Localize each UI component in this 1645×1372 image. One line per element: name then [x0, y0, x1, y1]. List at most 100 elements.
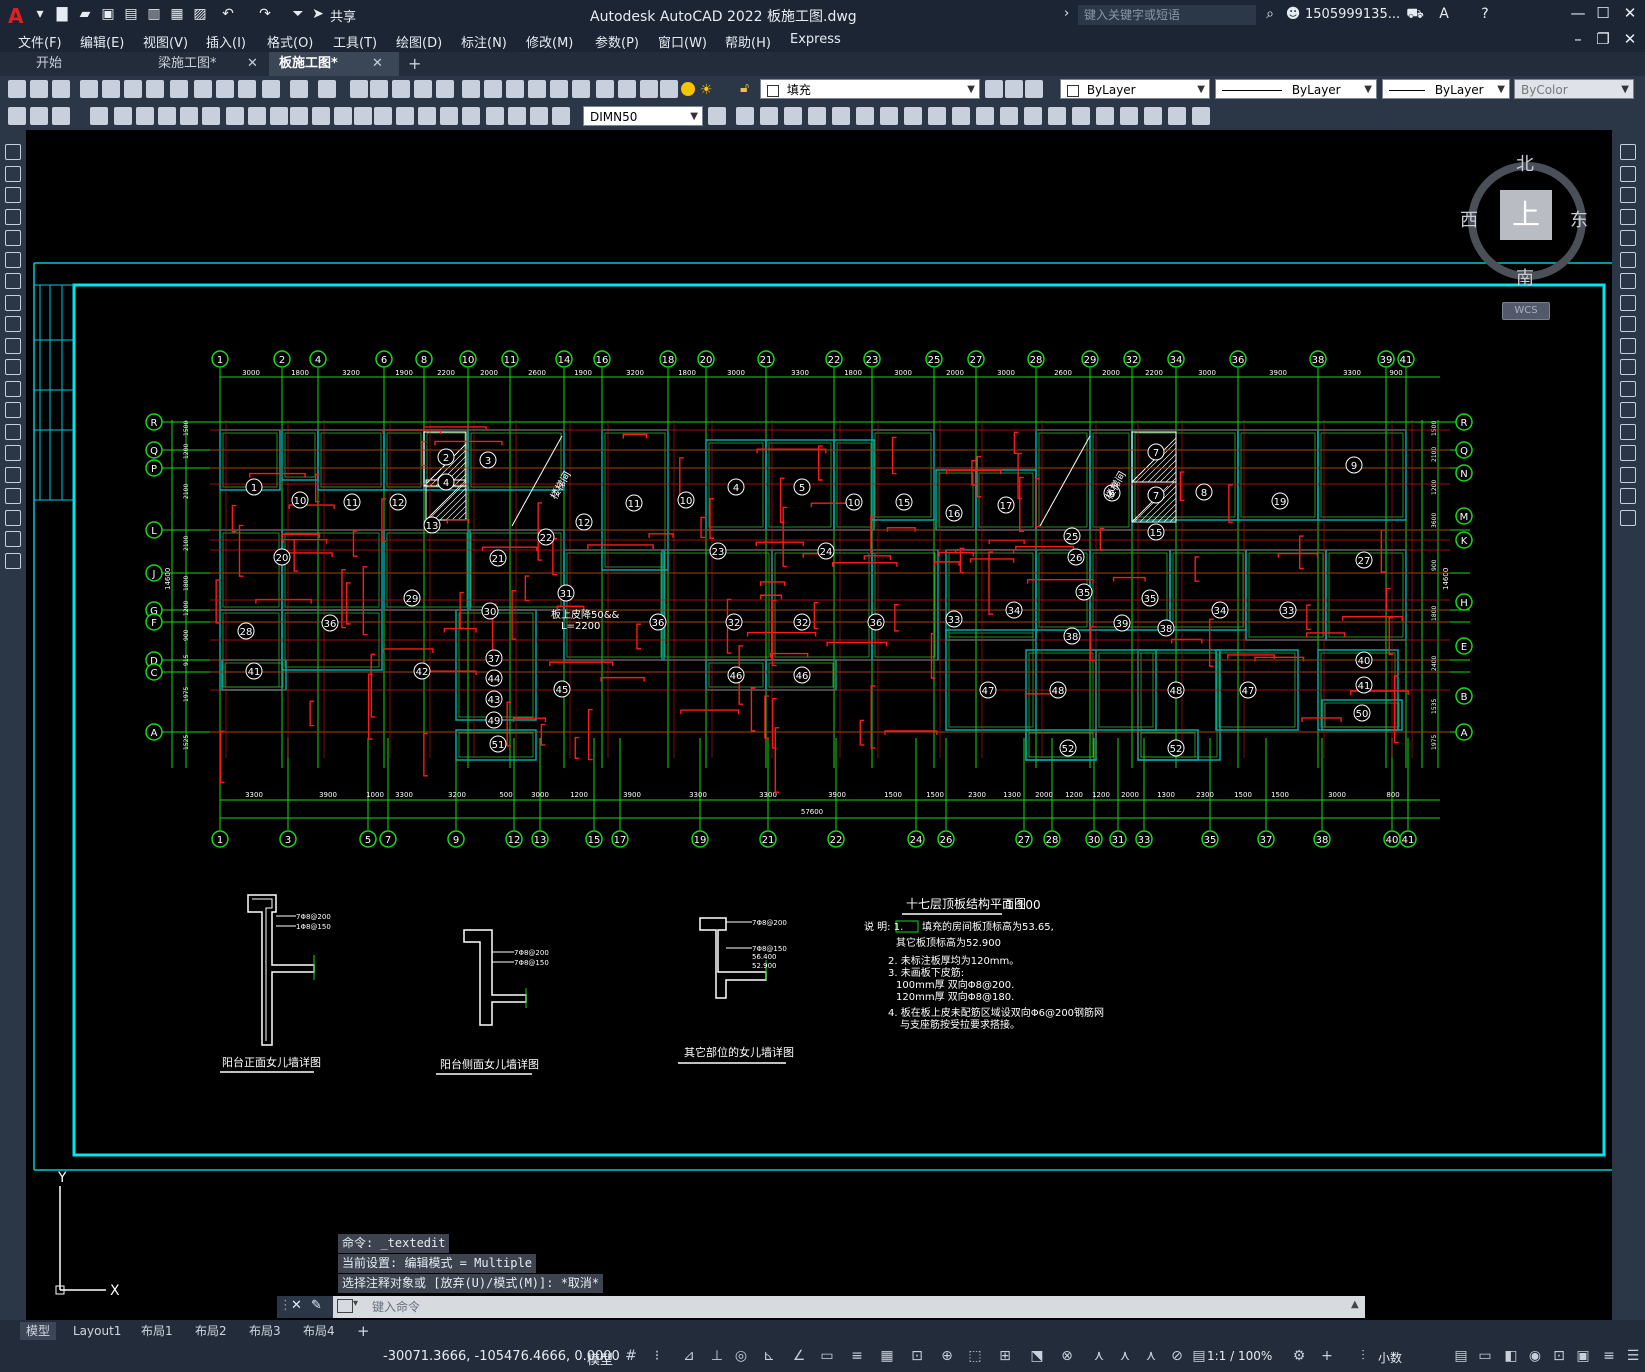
modify-tool-icon[interactable]: [1620, 294, 1636, 311]
status-toggle-icon[interactable]: ∠: [792, 1348, 806, 1364]
status-toggle-icon[interactable]: ▤: [1454, 1348, 1468, 1364]
dimension-tool-icon[interactable]: [462, 107, 480, 125]
modify-tool-icon[interactable]: [880, 107, 898, 125]
status-toggle-icon[interactable]: ◉: [1528, 1348, 1542, 1364]
viewcube-compass[interactable]: [1468, 162, 1586, 280]
layer-tool-icon[interactable]: [1025, 80, 1043, 98]
status-toggle-icon[interactable]: ⊾: [763, 1348, 775, 1364]
dimension-tool-icon[interactable]: [290, 107, 308, 125]
save-icon[interactable]: ▣: [101, 6, 115, 22]
modify-tool-icon[interactable]: [736, 107, 754, 125]
close-command-icon[interactable]: ✕: [291, 1298, 302, 1313]
draw-tool-icon[interactable]: [5, 509, 21, 526]
compass-south[interactable]: 南: [1516, 268, 1534, 289]
draw-tool-icon[interactable]: [5, 294, 21, 311]
modify-tool-icon[interactable]: [1620, 316, 1636, 332]
draw-tool-icon[interactable]: [5, 402, 21, 418]
modify-tool-icon[interactable]: [928, 107, 946, 125]
modify-tool-icon[interactable]: [1620, 423, 1636, 440]
modify-tool-icon[interactable]: [1620, 488, 1636, 504]
status-toggle-icon[interactable]: ⋏: [1093, 1348, 1105, 1364]
menu-express[interactable]: Express: [790, 32, 841, 47]
status-toggle-icon[interactable]: ≡: [1603, 1348, 1615, 1364]
menu-modify[interactable]: 修改(M): [526, 36, 574, 51]
status-toggle-icon[interactable]: ⊥: [710, 1348, 724, 1364]
dimension-tool-icon[interactable]: [136, 107, 154, 125]
app-menu-chevron-icon[interactable]: ▾: [36, 6, 44, 22]
draw-tool-icon[interactable]: [5, 552, 21, 569]
standard-tool-icon[interactable]: [572, 80, 590, 98]
status-toggle-icon[interactable]: ⊞: [999, 1348, 1011, 1364]
dimension-tool-icon[interactable]: [530, 107, 548, 125]
standard-tool-icon[interactable]: [618, 80, 636, 98]
dimension-tool-icon[interactable]: [8, 107, 26, 125]
modify-tool-icon[interactable]: [1620, 359, 1636, 375]
model-space-button[interactable]: 模型: [587, 1353, 614, 1368]
standard-tool-icon[interactable]: [52, 80, 70, 98]
tab-close-icon[interactable]: ✕: [372, 56, 383, 71]
dimension-tool-icon[interactable]: [418, 107, 436, 125]
status-toggle-icon[interactable]: ⬔: [1030, 1348, 1044, 1364]
redo-icon[interactable]: ↷: [259, 6, 271, 22]
dimension-tool-icon[interactable]: [312, 107, 330, 125]
modify-tool-icon[interactable]: [1072, 107, 1090, 125]
doc-restore-button[interactable]: ❐: [1596, 30, 1610, 48]
menu-tools[interactable]: 工具(T): [333, 36, 378, 51]
draw-tool-icon[interactable]: [5, 423, 21, 440]
draw-tool-icon[interactable]: [5, 359, 21, 375]
minimize-button[interactable]: —: [1570, 4, 1586, 22]
customize-command-icon[interactable]: ✎: [311, 1298, 322, 1313]
grip-icon[interactable]: ⋮: [279, 1298, 292, 1313]
tab-layout-4[interactable]: 布局4: [303, 1324, 335, 1338]
standard-tool-icon[interactable]: [660, 80, 678, 98]
modify-tool-icon[interactable]: [1120, 107, 1138, 125]
add-layout-icon[interactable]: +: [357, 1322, 370, 1340]
menu-edit[interactable]: 编辑(E): [80, 36, 125, 51]
command-input[interactable]: 键入命令: [372, 1300, 421, 1314]
menu-help[interactable]: 帮助(H): [725, 36, 771, 51]
viewcube-top-face[interactable]: 上: [1500, 190, 1552, 240]
modify-tool-icon[interactable]: [1620, 445, 1636, 461]
status-toggle-icon[interactable]: ⫶: [1361, 1348, 1365, 1364]
cart-icon[interactable]: ⛟: [1406, 6, 1424, 22]
dimension-tool-icon[interactable]: [114, 107, 132, 125]
modify-tool-icon[interactable]: [1048, 107, 1066, 125]
search-icon[interactable]: ⌕: [1266, 6, 1274, 22]
tab-slab-drawing[interactable]: 板施工图*: [269, 52, 399, 76]
dimension-tool-icon[interactable]: [374, 107, 392, 125]
modify-tool-icon[interactable]: [976, 107, 994, 125]
draw-tool-icon[interactable]: [5, 251, 21, 268]
tab-layout-3[interactable]: 布局3: [249, 1324, 281, 1338]
draw-tool-icon[interactable]: [5, 144, 21, 160]
dimension-tool-icon[interactable]: [226, 107, 244, 125]
layer-on-icon[interactable]: [681, 82, 695, 96]
dimension-tool-icon[interactable]: [30, 107, 48, 125]
user-name[interactable]: 1505999135...: [1305, 7, 1401, 22]
layer-freeze-icon[interactable]: ☀: [700, 82, 713, 98]
dimension-tool-icon[interactable]: [158, 107, 176, 125]
menu-draw[interactable]: 绘图(D): [396, 36, 443, 51]
chevron-down-icon[interactable]: ▾: [353, 1298, 359, 1309]
search-expand-icon[interactable]: ›: [1064, 6, 1070, 21]
plotstyle-dropdown[interactable]: ByColor▼: [1514, 79, 1634, 99]
dimension-tool-icon[interactable]: [248, 107, 266, 125]
modify-tool-icon[interactable]: [1620, 402, 1636, 418]
dimension-tool-icon[interactable]: [52, 107, 70, 125]
status-toggle-icon[interactable]: ≡: [851, 1348, 863, 1364]
standard-tool-icon[interactable]: [80, 80, 98, 98]
status-toggle-icon[interactable]: ⋏: [1119, 1348, 1131, 1364]
dimension-tool-icon[interactable]: [396, 107, 414, 125]
draw-tool-icon[interactable]: [5, 273, 21, 289]
modify-tool-icon[interactable]: [1620, 187, 1636, 203]
open-web-icon[interactable]: ▥: [147, 6, 161, 22]
standard-tool-icon[interactable]: [462, 80, 480, 98]
a360-icon[interactable]: A: [1439, 6, 1449, 22]
modify-tool-icon[interactable]: [1620, 273, 1636, 289]
draw-tool-icon[interactable]: [5, 531, 21, 547]
undo-icon[interactable]: ↶: [222, 6, 234, 22]
menu-dimension[interactable]: 标注(N): [461, 36, 507, 51]
color-dropdown[interactable]: ByLayer▼: [1060, 79, 1210, 99]
save-web-icon[interactable]: ▦: [170, 6, 184, 22]
status-toggle-icon[interactable]: ◧: [1504, 1348, 1518, 1364]
